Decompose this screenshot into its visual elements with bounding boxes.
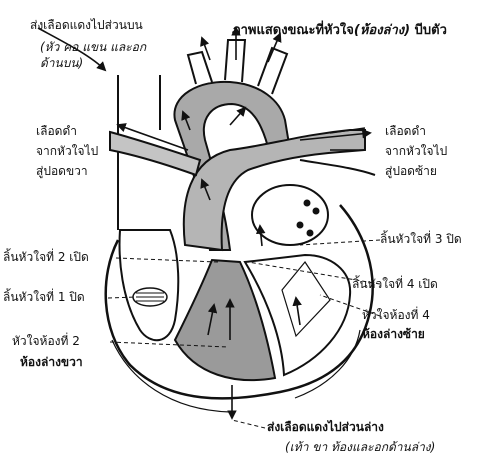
- label-lower-circulation: ส่งเลือดแดงไปส่วนล่าง: [267, 420, 384, 434]
- label-right-lung-3: สู่ปอดขวา: [36, 164, 88, 178]
- title-paren: (ห้องล่าง): [353, 23, 411, 38]
- label-left-ventricle: ห้องล่างซ้าย: [362, 327, 425, 341]
- label-valve-3: ลิ้นหัวใจที่ 3 ปิด: [380, 232, 462, 246]
- label-chamber-4: หัวใจห้องที่ 4: [362, 308, 430, 322]
- leader-lines: [107, 239, 381, 429]
- left-ventricle: [243, 253, 352, 377]
- label-upper-chest: ด้านบน): [40, 56, 84, 70]
- label-upper-circulation: ส่งเลือดแดงไปส่วนบน: [30, 18, 143, 32]
- label-valve-2: ลิ้นหัวใจที่ 2 เปิด: [3, 250, 89, 264]
- heart-outline: [104, 204, 374, 413]
- pulmonary-trunk: [109, 127, 376, 252]
- label-left-lung-1: เลือดดำ: [385, 124, 426, 138]
- title-tail: บีบตัว: [410, 23, 447, 38]
- label-left-lung-2: จากหัวใจไป: [385, 144, 448, 158]
- title-main: ภาพแสดงขณะที่หัวใจ: [232, 23, 354, 38]
- label-lower-body-parts: (เท้า ขา ท้องและอกด้านล่าง): [285, 440, 436, 454]
- flow-arrows: [37, 26, 372, 420]
- label-left-lung-3: สู่ปอดซ้าย: [385, 164, 437, 178]
- label-chamber-2: หัวใจห้องที่ 2: [12, 334, 80, 348]
- label-valve-1: ลิ้นหัวใจที่ 1 ปิด: [3, 290, 85, 304]
- left-atrium: [251, 184, 329, 246]
- label-valve-4: ลิ้นหัวใจที่ 4 เปิด: [352, 277, 438, 291]
- right-ventricle: [173, 258, 277, 382]
- diagram-title: ภาพแสดงขณะที่หัวใจ(ห้องล่าง) บีบตัว: [232, 19, 447, 40]
- label-right-ventricle: ห้องล่างขวา: [20, 355, 83, 369]
- label-right-lung-2: จากหัวใจไป: [36, 144, 99, 158]
- label-right-lung-1: เลือดดำ: [36, 124, 77, 138]
- label-upper-body-parts: (หัว คอ แขน และอก: [40, 40, 147, 54]
- right-atrium: [118, 229, 180, 342]
